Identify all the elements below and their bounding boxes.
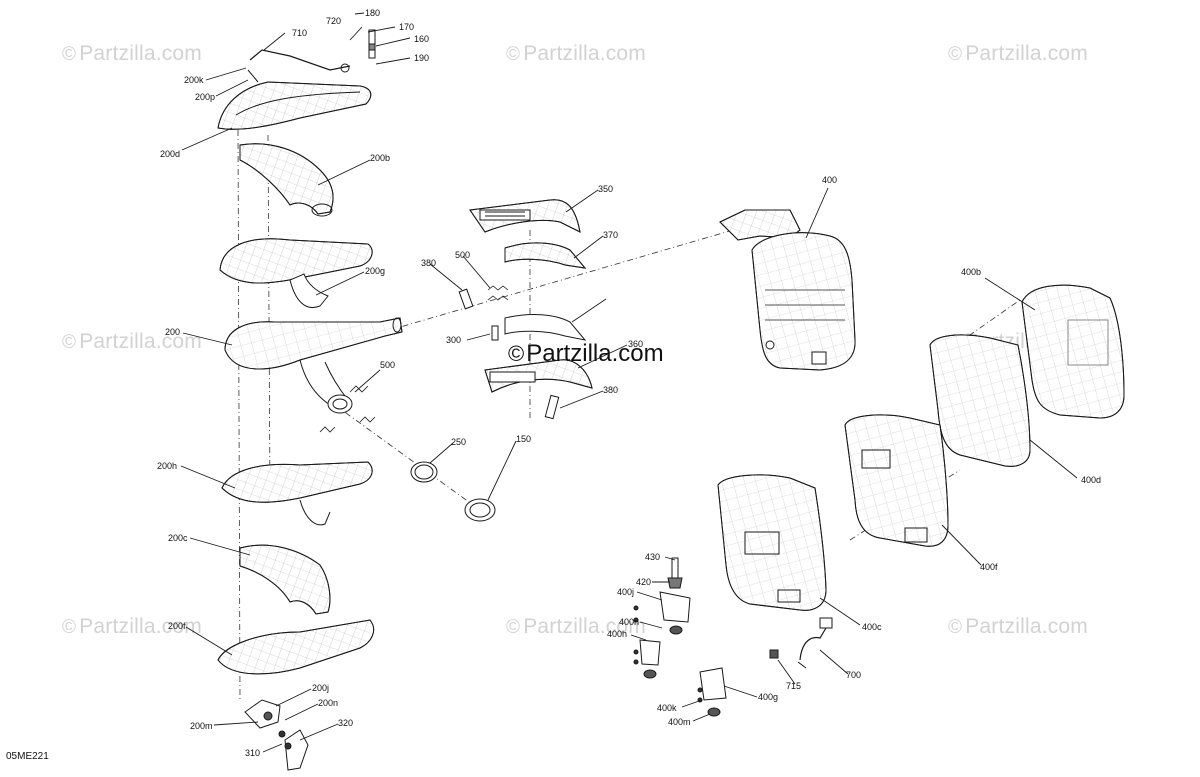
callout-label: 370	[603, 230, 618, 240]
bracket-200j	[244, 699, 309, 771]
callout-label: 700	[846, 670, 861, 680]
shield-350	[469, 199, 581, 233]
gasket-150	[464, 498, 496, 522]
callout-label: 200	[165, 327, 180, 337]
callout-label: 200c	[168, 533, 188, 543]
callout-label: 720	[326, 16, 341, 26]
muffler-400	[719, 209, 856, 371]
callout-label: 200h	[157, 461, 177, 471]
heat-shield-400d	[929, 334, 1031, 467]
heat-shield-400c	[717, 474, 827, 611]
callout-label: 400n	[619, 617, 639, 627]
callout-label: 200n	[318, 698, 338, 708]
callout-label: 400f	[980, 562, 998, 572]
heat-shield-400f	[844, 414, 949, 547]
callout-label: 180	[365, 8, 380, 18]
callout-label: 200g	[365, 266, 385, 276]
tuned-pipe-200	[224, 317, 403, 433]
callout-label: 400b	[961, 267, 981, 277]
callout-labels: 180 720 170 710 160 190 200k 200p 200d 2…	[157, 8, 1101, 758]
callout-label: 400k	[657, 703, 677, 713]
callout-label: 300	[446, 335, 461, 345]
heat-shield-200f	[217, 619, 375, 675]
callout-label: 190	[414, 53, 429, 63]
watermark: ©Partzilla.com	[506, 615, 646, 638]
callout-label: 430	[645, 552, 660, 562]
sensor-700	[769, 617, 833, 669]
callout-label: 360	[628, 339, 643, 349]
callout-label: 500	[455, 250, 470, 260]
callout-label: 710	[292, 28, 307, 38]
callout-label: 250	[451, 437, 466, 447]
callout-label: 500	[380, 360, 395, 370]
heat-shield-200c	[239, 544, 331, 615]
gasket-250	[410, 461, 438, 483]
watermark: ©Partzilla.com	[62, 615, 202, 638]
callout-label: 320	[338, 718, 353, 728]
callout-label: 200f	[168, 621, 186, 631]
callout-label: 200m	[190, 721, 213, 731]
callout-label: 400	[822, 175, 837, 185]
callout-label: 350	[598, 184, 613, 194]
leader-lines	[180, 12, 1078, 753]
callout-label: 200p	[195, 92, 215, 102]
watermark: ©Partzilla.com	[62, 42, 202, 65]
callout-label: 310	[245, 748, 260, 758]
callout-label: 170	[399, 22, 414, 32]
mounts-400	[633, 557, 727, 717]
callout-label: 400g	[758, 692, 778, 702]
callout-label: 200d	[160, 149, 180, 159]
watermark: ©Partzilla.com	[506, 42, 646, 65]
watermark: ©Partzilla.com	[948, 42, 1088, 65]
callout-label: 200j	[312, 683, 329, 693]
callout-label: 200b	[370, 153, 390, 163]
callout-label: 150	[516, 434, 531, 444]
callout-label: 160	[414, 34, 429, 44]
callout-label: 400c	[862, 622, 882, 632]
small-parts-middle	[458, 285, 560, 420]
callout-label: 380	[603, 385, 618, 395]
heat-shield-400b	[1021, 284, 1125, 419]
callout-label: 400j	[617, 587, 634, 597]
shield-370-lower	[504, 314, 587, 341]
callout-label: 400m	[668, 717, 691, 727]
shield-370-top	[504, 242, 587, 269]
heat-shield-200d	[217, 29, 376, 130]
heat-shield-200h	[221, 461, 373, 526]
callout-label: 400d	[1081, 475, 1101, 485]
callout-label: 380	[421, 258, 436, 268]
watermark: ©Partzilla.com	[948, 615, 1088, 638]
heat-shield-200b	[239, 143, 334, 217]
callout-label: 420	[636, 577, 651, 587]
callout-label: 400h	[607, 629, 627, 639]
watermark: ©Partzilla.com	[62, 330, 202, 353]
heat-shield-200g	[219, 238, 373, 308]
callout-label: 715	[786, 681, 801, 691]
brand-logo-text: ©Partzilla.com	[508, 340, 664, 367]
drawing-code: 05ME221	[6, 751, 49, 762]
shield-360	[484, 359, 593, 393]
callout-label: 200k	[184, 75, 204, 85]
alignment-lines	[237, 129, 1021, 701]
